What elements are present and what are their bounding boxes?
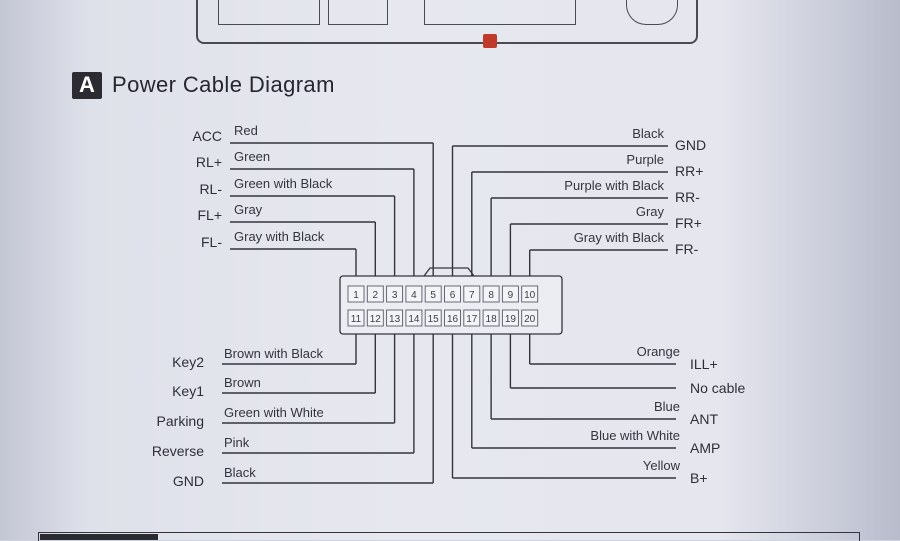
connector-pin [501,309,519,327]
pin-number: 19 [505,314,517,325]
pin-number: 11 [351,314,362,325]
connector-pin [444,309,461,327]
pin-number: 9 [508,290,514,301]
connector-pin [501,285,519,303]
pin-number: 17 [466,314,478,325]
pin-number: 8 [488,290,494,301]
pin-number: 10 [524,290,536,301]
pin-number: 3 [392,290,398,301]
pin-number: 7 [469,290,475,301]
wire-color-label: Purple [626,152,664,167]
pin-number: 5 [430,290,436,301]
pin-number: 20 [524,314,536,325]
wire-color-label: Brown with Black [224,346,323,361]
marker-icon [483,34,497,48]
connector-pin [521,285,539,303]
connector-key [423,267,475,277]
pin-number: 4 [411,290,417,301]
signal-label: ACC [192,128,222,144]
unit-connector [424,0,576,25]
signal-label: GND [172,473,204,489]
wire-color-label: Gray [635,204,664,219]
signal-label: B+ [690,470,708,486]
wire-color-label: Yellow [642,458,680,473]
wire-color-label: Gray [234,202,263,217]
wire-color-label: Gray with Black [234,229,325,244]
connector-pin [463,309,481,327]
pin-number: 13 [389,314,401,325]
pin-number: 14 [408,314,420,325]
pin-number: 15 [428,314,440,325]
connector-pin [366,309,384,327]
unit-slot [328,0,388,25]
signal-label: RL+ [195,154,222,170]
signal-label: AMP [690,440,721,456]
connector-pin [521,309,539,327]
wire-color-label: Black [632,126,664,141]
table-header-cell [40,534,158,540]
pin-number: 18 [486,314,498,325]
wire-color-label: Blue with White [590,428,680,443]
wire-color-label: Green with White [224,405,324,420]
signal-label: GND [675,137,707,153]
signal-label: Key1 [172,383,204,399]
signal-label: Key2 [172,354,204,370]
section-header: A Power Cable Diagram [72,70,335,100]
pin-number: 12 [370,314,382,325]
signal-label: Reverse [151,443,204,459]
connector-pin [386,309,404,327]
wire-color-label: Brown [224,375,261,390]
signal-label: RL- [199,181,222,197]
wire-color-label: Green with Black [234,176,333,191]
wire-color-label: Green [234,149,271,164]
wire-color-label: Gray with Black [573,230,664,245]
signal-label: RR- [675,189,700,205]
connector-pin [424,285,442,303]
pin-number: 2 [373,290,379,301]
signal-label: FR+ [675,215,702,231]
wire-color-label: Black [224,465,256,480]
pin-number: 16 [447,314,459,325]
connector-pin [386,285,404,303]
signal-label: FL+ [197,207,222,223]
wire-color-label: Orange [636,344,680,359]
next-section-table [38,532,860,541]
pin-number: 6 [450,290,456,301]
signal-label: RR+ [675,163,704,179]
wire-color-label: Blue [653,399,680,414]
unit-slot [218,0,320,25]
signal-label: ILL+ [690,356,718,372]
connector-pin [424,309,442,327]
connector-pin [482,285,500,303]
signal-label: FR- [675,241,699,257]
footer-strip [0,520,900,541]
signal-label: No cable [690,380,746,396]
wire-color-label: Red [234,123,258,138]
connector-pin [347,285,365,303]
connector-pin [405,285,423,303]
connector-pin [405,309,423,327]
connector-pin [482,309,500,327]
head-unit-outline [196,0,698,44]
page-title: Power Cable Diagram [112,72,335,97]
signal-label: FL- [201,234,222,250]
signal-label: ANT [690,411,718,427]
connector-pin [444,285,461,303]
signal-label: Parking [156,413,204,429]
wire-color-label: Purple with Black [564,178,664,193]
section-badge: A [72,71,102,99]
connector-pin [366,285,384,303]
connector-pin [463,285,481,303]
pin-number: 1 [353,290,359,301]
wire-color-label: Pink [224,435,250,450]
connector-pin [347,309,365,327]
